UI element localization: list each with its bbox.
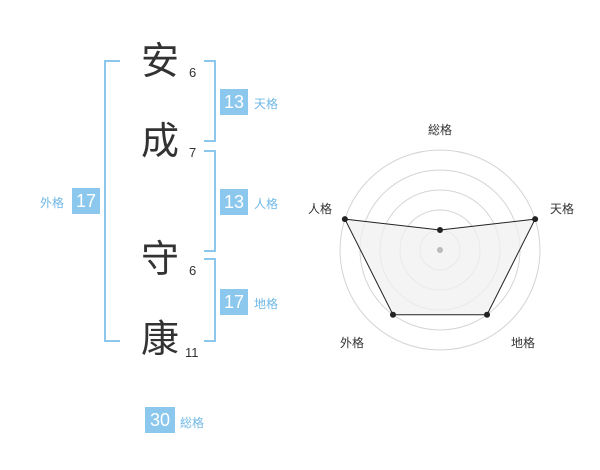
jinkaku-bracket <box>204 150 216 252</box>
radar-point <box>389 311 396 318</box>
gaikaku-value: 17 <box>72 188 100 214</box>
radar-center-dot <box>437 247 443 253</box>
jinkaku-label: 人格 <box>254 197 279 211</box>
radar-axis-label-chikaku: 地格 <box>511 335 535 350</box>
soukaku-value: 30 <box>145 407 175 433</box>
radar-points <box>341 216 539 318</box>
jinkaku-value: 13 <box>220 189 248 215</box>
radar-grid-ring <box>339 149 541 351</box>
gaikaku-label: 外格 <box>40 196 65 210</box>
tenkaku-label: 天格 <box>254 97 279 111</box>
tenkaku-value: 13 <box>220 89 248 115</box>
radar-point <box>532 216 539 223</box>
stroke-count-4: 11 <box>185 345 199 360</box>
radar-axis-label-gaikaku: 外格 <box>340 335 364 350</box>
stroke-count-2: 7 <box>189 145 197 160</box>
radar-point <box>484 311 491 318</box>
radar-point <box>437 227 443 233</box>
stroke-count-3: 6 <box>189 263 197 278</box>
name-char-2: 成 <box>141 119 180 163</box>
radar-axis-label-tenkaku: 天格 <box>550 201 574 216</box>
radar-shape <box>344 218 536 316</box>
tenkaku-bracket <box>204 60 216 142</box>
chikaku-bracket <box>204 258 216 342</box>
name-char-4: 康 <box>141 317 180 361</box>
chikaku-value: 17 <box>220 289 248 315</box>
chikaku-label: 地格 <box>254 297 279 311</box>
gaikaku-bracket <box>104 60 120 342</box>
radar-point <box>341 216 348 223</box>
stroke-count-1: 6 <box>189 65 197 80</box>
name-char-1: 安 <box>141 39 180 83</box>
radar-axis-label-soukaku: 総格 <box>428 122 452 137</box>
name-char-3: 守 <box>141 237 180 281</box>
radar-axis-label-jinkaku: 人格 <box>308 201 332 216</box>
soukaku-label: 総格 <box>180 416 205 430</box>
